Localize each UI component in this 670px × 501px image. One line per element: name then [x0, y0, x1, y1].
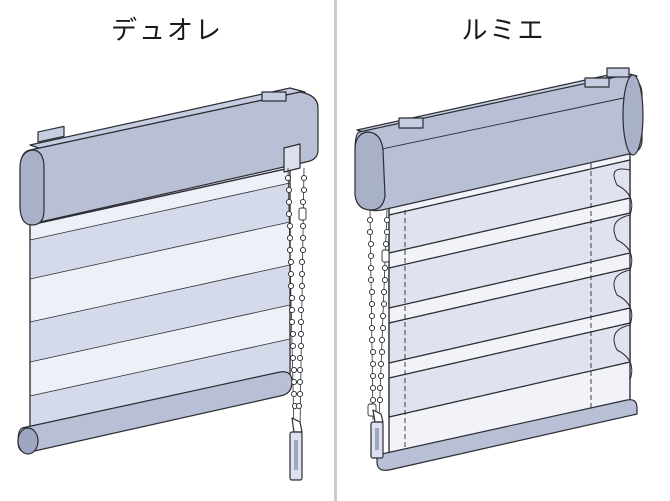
duole-clip-left [37, 125, 65, 143]
lumie-clip-left [398, 117, 424, 129]
lumie-endcap-right [622, 74, 644, 156]
lumie-panel: ルミエ [337, 0, 670, 501]
ball-chain-icon [284, 167, 308, 450]
duole-panel: デュオレ [0, 0, 334, 501]
duole-band-2 [30, 265, 290, 362]
duole-clip-right [261, 91, 287, 102]
duole-band-3 [30, 339, 290, 429]
duole-endcap [19, 149, 45, 226]
panel-divider [334, 0, 337, 501]
duole-title: デュオレ [110, 16, 223, 46]
lumie-illustration [354, 67, 644, 471]
lumie-endcap [354, 131, 386, 211]
lumie-clip-mid [584, 77, 610, 88]
ball-chain-icon [366, 209, 391, 421]
chain-weight-icon [289, 417, 303, 481]
chain-weight-icon [370, 409, 384, 459]
duole-band-1 [30, 183, 290, 279]
lumie-title: ルミエ [461, 16, 546, 46]
duole-illustration [17, 87, 319, 481]
lumie-bottom-rail [376, 399, 638, 471]
duole-bottom-cap [17, 427, 39, 455]
lumie-clip-right [606, 67, 630, 78]
